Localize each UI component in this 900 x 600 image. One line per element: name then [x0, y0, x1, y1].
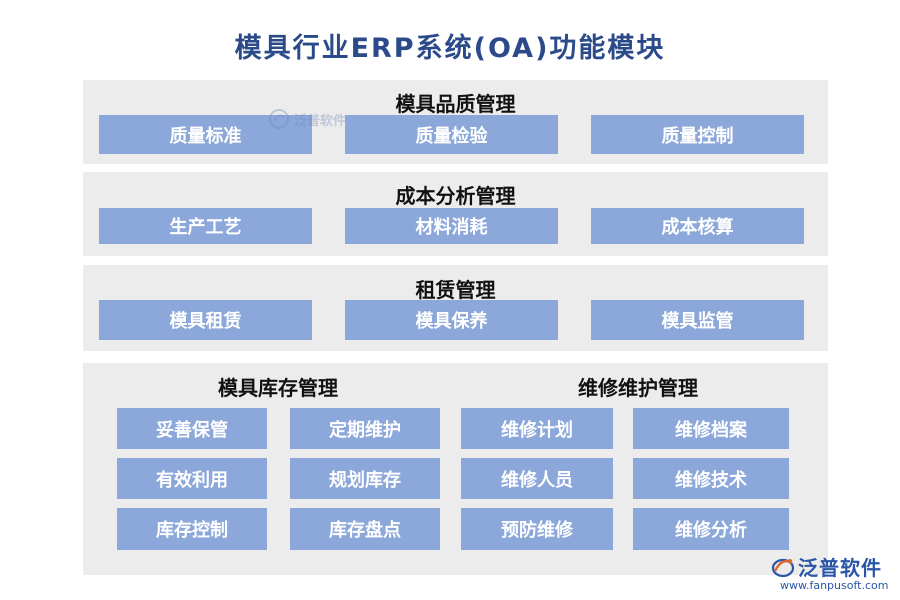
lease-panel-title: 租赁管理 — [415, 278, 496, 302]
brand-logo: 泛普软件 www.fanpusoft.com — [770, 552, 888, 592]
quality-standard-box: 质量标准 — [99, 115, 312, 154]
preventive-maintenance-box: 预防维修 — [461, 508, 613, 550]
cost-accounting-box: 成本核算 — [591, 208, 804, 244]
effective-use-box: 有效利用 — [117, 458, 267, 499]
proper-storage-box: 妥善保管 — [117, 408, 267, 449]
regular-maintenance-box: 定期维护 — [290, 408, 440, 449]
cost-panel-title: 成本分析管理 — [395, 184, 516, 208]
plan-inventory-box: 规划库存 — [290, 458, 440, 499]
mold-maintenance-box: 模具保养 — [345, 300, 558, 340]
quality-control-box: 质量控制 — [591, 115, 804, 154]
maintenance-technique-box: 维修技术 — [633, 458, 789, 499]
mold-supervision-box: 模具监管 — [591, 300, 804, 340]
quality-panel-title: 模具品质管理 — [395, 92, 516, 116]
production-process-box: 生产工艺 — [99, 208, 312, 244]
material-consumption-box: 材料消耗 — [345, 208, 558, 244]
maintenance-panel-title: 维修维护管理 — [578, 376, 698, 400]
maintenance-plan-box: 维修计划 — [461, 408, 613, 449]
watermark: 泛普软件 — [268, 108, 346, 130]
logo-url: www.fanpusoft.com — [780, 579, 889, 592]
inventory-panel-title: 模具库存管理 — [218, 376, 338, 400]
watermark-logo-icon — [269, 109, 289, 129]
quality-inspection-box: 质量检验 — [345, 115, 558, 154]
mold-lease-box: 模具租赁 — [99, 300, 312, 340]
diagram-title: 模具行业ERP系统(OA)功能模块 — [234, 33, 666, 64]
logo-name: 泛普软件 — [798, 556, 882, 580]
maintenance-archive-box: 维修档案 — [633, 408, 789, 449]
inventory-control-box: 库存控制 — [117, 508, 267, 550]
maintenance-staff-box: 维修人员 — [461, 458, 613, 499]
fanpu-logo-icon — [771, 558, 795, 577]
maintenance-analysis-box: 维修分析 — [633, 508, 789, 550]
inventory-count-box: 库存盘点 — [290, 508, 440, 550]
watermark-text: 泛普软件 — [294, 113, 347, 129]
